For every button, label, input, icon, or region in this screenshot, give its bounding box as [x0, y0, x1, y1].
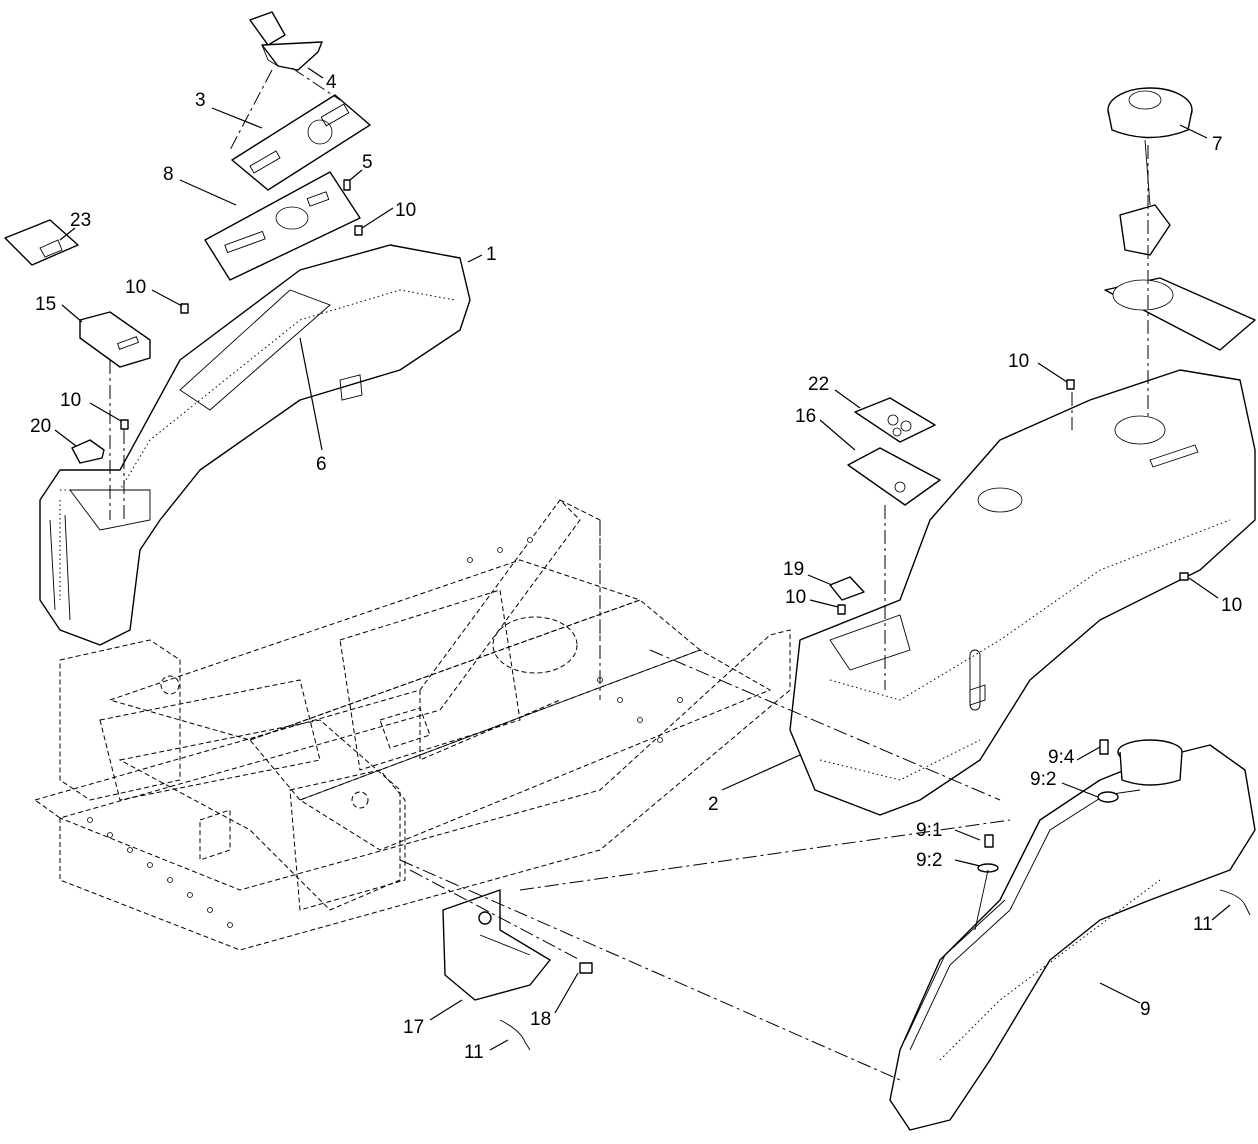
fuel-cap-7 [1104, 87, 1256, 420]
left-console-fender [39, 244, 471, 646]
callout-2: 2 [708, 794, 719, 815]
callout-10e: 10 [785, 587, 806, 608]
callout-18: 18 [530, 1009, 551, 1030]
callout-4: 4 [326, 72, 337, 93]
decal-23 [4, 219, 79, 266]
callout-10b: 10 [125, 277, 146, 298]
callout-9-2a: 9:2 [916, 850, 942, 871]
decal-22 [854, 397, 936, 443]
callout-7: 7 [1212, 134, 1223, 155]
fuel-tank-9 [889, 739, 1256, 1131]
frame-holes [87, 537, 683, 928]
callout-15: 15 [35, 294, 56, 315]
callout-16: 16 [795, 406, 816, 427]
callout-10a: 10 [395, 200, 416, 221]
leader-lines [54, 67, 1231, 1051]
callout-6: 6 [316, 454, 327, 475]
chassis-frame [33, 499, 791, 951]
decal-3 [231, 94, 371, 191]
callout-labels: 1 2 3 4 5 6 7 8 9 9:1 9:2 9:2 9:4 10 10 … [30, 72, 1242, 1063]
callout-19: 19 [783, 559, 804, 580]
callout-9: 9 [1140, 999, 1151, 1020]
callout-9-4: 9:4 [1048, 747, 1075, 768]
screws-left [109, 179, 363, 520]
handle-4 [261, 41, 323, 71]
callout-9-2b: 9:2 [1030, 769, 1056, 790]
callout-20: 20 [30, 416, 51, 437]
plate-15 [79, 311, 151, 368]
callout-5: 5 [362, 152, 373, 173]
callout-23: 23 [70, 210, 91, 231]
screws-right [837, 379, 1189, 690]
cap-19 [829, 576, 865, 601]
cap-20 [71, 439, 105, 464]
callout-8: 8 [163, 164, 174, 185]
tank-fittings [974, 739, 1119, 931]
control-panel-parts [204, 11, 371, 281]
callout-11a: 11 [464, 1042, 484, 1063]
callout-3: 3 [195, 90, 206, 111]
callout-9-1: 9:1 [916, 820, 942, 841]
callout-22: 22 [808, 374, 829, 395]
clips-11 [499, 889, 1251, 1051]
callout-1: 1 [486, 244, 497, 265]
callout-11b: 11 [1193, 914, 1213, 935]
callout-10f: 10 [1221, 595, 1242, 616]
alignment-lines [399, 520, 1011, 1081]
plate-16 [847, 447, 941, 506]
front-bracket-assembly [59, 639, 406, 911]
bracket-17 [409, 869, 593, 1001]
callout-10d: 10 [1008, 351, 1029, 372]
callout-17: 17 [403, 1017, 424, 1038]
right-console-fender [789, 369, 1256, 816]
callout-10c: 10 [60, 390, 81, 411]
